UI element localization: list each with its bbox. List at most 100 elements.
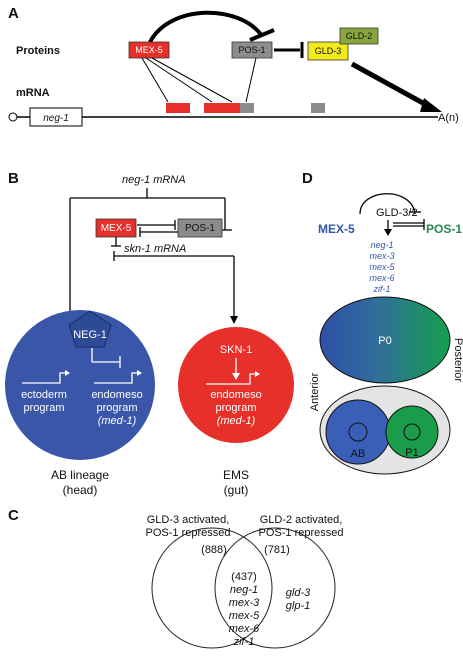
- neg1-pentagon: [68, 310, 112, 348]
- skn1-mrna-text: skn-1 mRNA: [124, 243, 186, 255]
- left-count: (888): [201, 544, 227, 556]
- gld32-label: GLD-3/2: [376, 207, 418, 219]
- mex5-box-label: MEX-5: [135, 45, 163, 55]
- right-count: (781): [264, 544, 290, 556]
- left-venn-circle: [151, 527, 273, 649]
- gld3-box: [307, 41, 349, 61]
- ectoderm-arrowhead: [65, 370, 70, 376]
- posterior-label: Posterior: [452, 338, 463, 382]
- mex5-binding-line-1: [141, 57, 169, 103]
- overlap-gene: mex-5: [229, 610, 260, 622]
- right-gene-list: gld-3 glp-1: [286, 587, 311, 612]
- overlap-gene: neg-1: [230, 584, 258, 596]
- cap-circle: [8, 112, 18, 122]
- target-gene: neg-1: [370, 240, 393, 250]
- mex5-site-2: [204, 103, 240, 113]
- right-gene: glp-1: [286, 600, 310, 612]
- p0-label: P0: [378, 335, 391, 347]
- overlap-count: (437): [231, 571, 257, 583]
- polya-label: A(n): [438, 112, 459, 124]
- p1-cell: [385, 405, 439, 459]
- p1-nucleus: [403, 423, 421, 441]
- ab-endomeso-line2: program: [97, 402, 138, 414]
- b-pos1-label: POS-1: [185, 223, 215, 234]
- neg1-mrna-label: neg-1 mRNA: [122, 174, 186, 186]
- anterior-label: Anterior: [309, 372, 321, 411]
- ab-nucleus: [348, 422, 368, 442]
- gld-arrowhead: [420, 98, 442, 112]
- ems-circle: [178, 327, 294, 443]
- right-gene: gld-3: [286, 587, 311, 599]
- pos1-site-2: [311, 103, 325, 113]
- overlap-gene: mex-6: [229, 623, 260, 635]
- mex5-site-1: [166, 103, 190, 113]
- gld-to-polya-arrow: [350, 61, 434, 111]
- skn1-mrna-label: skn-1 mRNA: [124, 243, 186, 255]
- d-pos1-label: POS-1: [426, 222, 462, 236]
- target-gene-list: neg-1 mex-3 mex-5 mex-6 zif-1: [369, 240, 395, 294]
- d-mex5-label: MEX-5: [318, 222, 355, 236]
- ems-endomeso-line1: endomeso: [210, 389, 261, 401]
- mex5-binding-line-2: [145, 57, 213, 103]
- gld2-box: [339, 27, 379, 45]
- left-title-line1: GLD-3 activated,: [147, 514, 230, 526]
- ab-cell-label: AB: [351, 448, 366, 460]
- gld32-activation-arrowhead: [384, 229, 392, 236]
- ab-endomeso-line3: (med-1): [98, 415, 137, 427]
- ectoderm-arrow: [22, 372, 68, 384]
- skn1-label: SKN-1: [220, 344, 252, 356]
- panel-label-b: B: [8, 170, 19, 187]
- b-mex5-label: MEX-5: [101, 223, 132, 234]
- neg1-mrna-text: neg-1 mRNA: [122, 174, 186, 186]
- target-gene: mex-3: [369, 251, 394, 261]
- ab-caption-line1: AB lineage: [51, 468, 109, 482]
- overlap-gene-list: neg-1 mex-3 mex-5 mex-6 zif-1: [229, 584, 260, 648]
- gld3-box-label: GLD-3: [315, 46, 342, 56]
- p0-embryo: [319, 296, 451, 384]
- ab-endomeso-line1: endomeso: [91, 389, 142, 401]
- target-gene: mex-5: [369, 262, 395, 272]
- skn1-to-ems-arrowhead: [230, 316, 238, 324]
- panel-label-a: A: [8, 5, 19, 22]
- neg1-protein-label: NEG-1: [73, 329, 107, 341]
- ems-caption-line1: EMS: [223, 468, 249, 482]
- mex5-binding-line-3: [151, 57, 233, 103]
- inhibition-bar: [249, 28, 275, 42]
- pos1-box: [231, 41, 273, 59]
- pos1-box-label: POS-1: [238, 45, 265, 55]
- right-title-line2: POS-1 repressed: [259, 527, 344, 539]
- neg1-cds-label: neg-1: [43, 113, 69, 124]
- ems-caption-line2: (gut): [224, 483, 249, 497]
- p1-cell-label: P1: [405, 447, 418, 459]
- panel-label-d: D: [302, 170, 313, 187]
- pos1-binding-line: [245, 57, 257, 103]
- mex5-inhibits-pos1-arc: [148, 10, 264, 44]
- target-gene: mex-6: [369, 273, 394, 283]
- mrna-label: mRNA: [16, 87, 50, 99]
- target-gene: zif-1: [372, 284, 390, 294]
- ab-lineage-circle: [5, 310, 155, 460]
- proteins-label: Proteins: [16, 45, 60, 57]
- skn1-activation-arrowhead: [232, 373, 240, 380]
- overlap-gene: mex-3: [229, 597, 260, 609]
- mex5-box: [128, 41, 170, 59]
- right-venn-circle: [214, 527, 336, 649]
- ab-caption-line2: (head): [63, 483, 98, 497]
- b-pos1-box: [177, 218, 223, 238]
- overlap-gene: zif-1: [233, 636, 255, 648]
- mex5-pos1-arc: [359, 193, 416, 215]
- panel-label-c: C: [8, 507, 19, 524]
- right-title-line1: GLD-2 activated,: [260, 514, 343, 526]
- ems-endomeso-arrow: [206, 373, 258, 385]
- ectoderm-line1: ectoderm: [21, 389, 67, 401]
- ab-endomeso-arrowhead: [137, 370, 142, 376]
- ems-endomeso-line2: program: [216, 402, 257, 414]
- ems-endomeso-arrowhead: [255, 371, 260, 377]
- gld2-box-label: GLD-2: [346, 31, 373, 41]
- ectoderm-line2: program: [24, 402, 65, 414]
- neg1-cds-box: [29, 107, 83, 127]
- ems-endomeso-line3: (med-1): [217, 415, 256, 427]
- ab-endomeso-arrow: [94, 372, 140, 384]
- pos1-site-1: [240, 103, 254, 113]
